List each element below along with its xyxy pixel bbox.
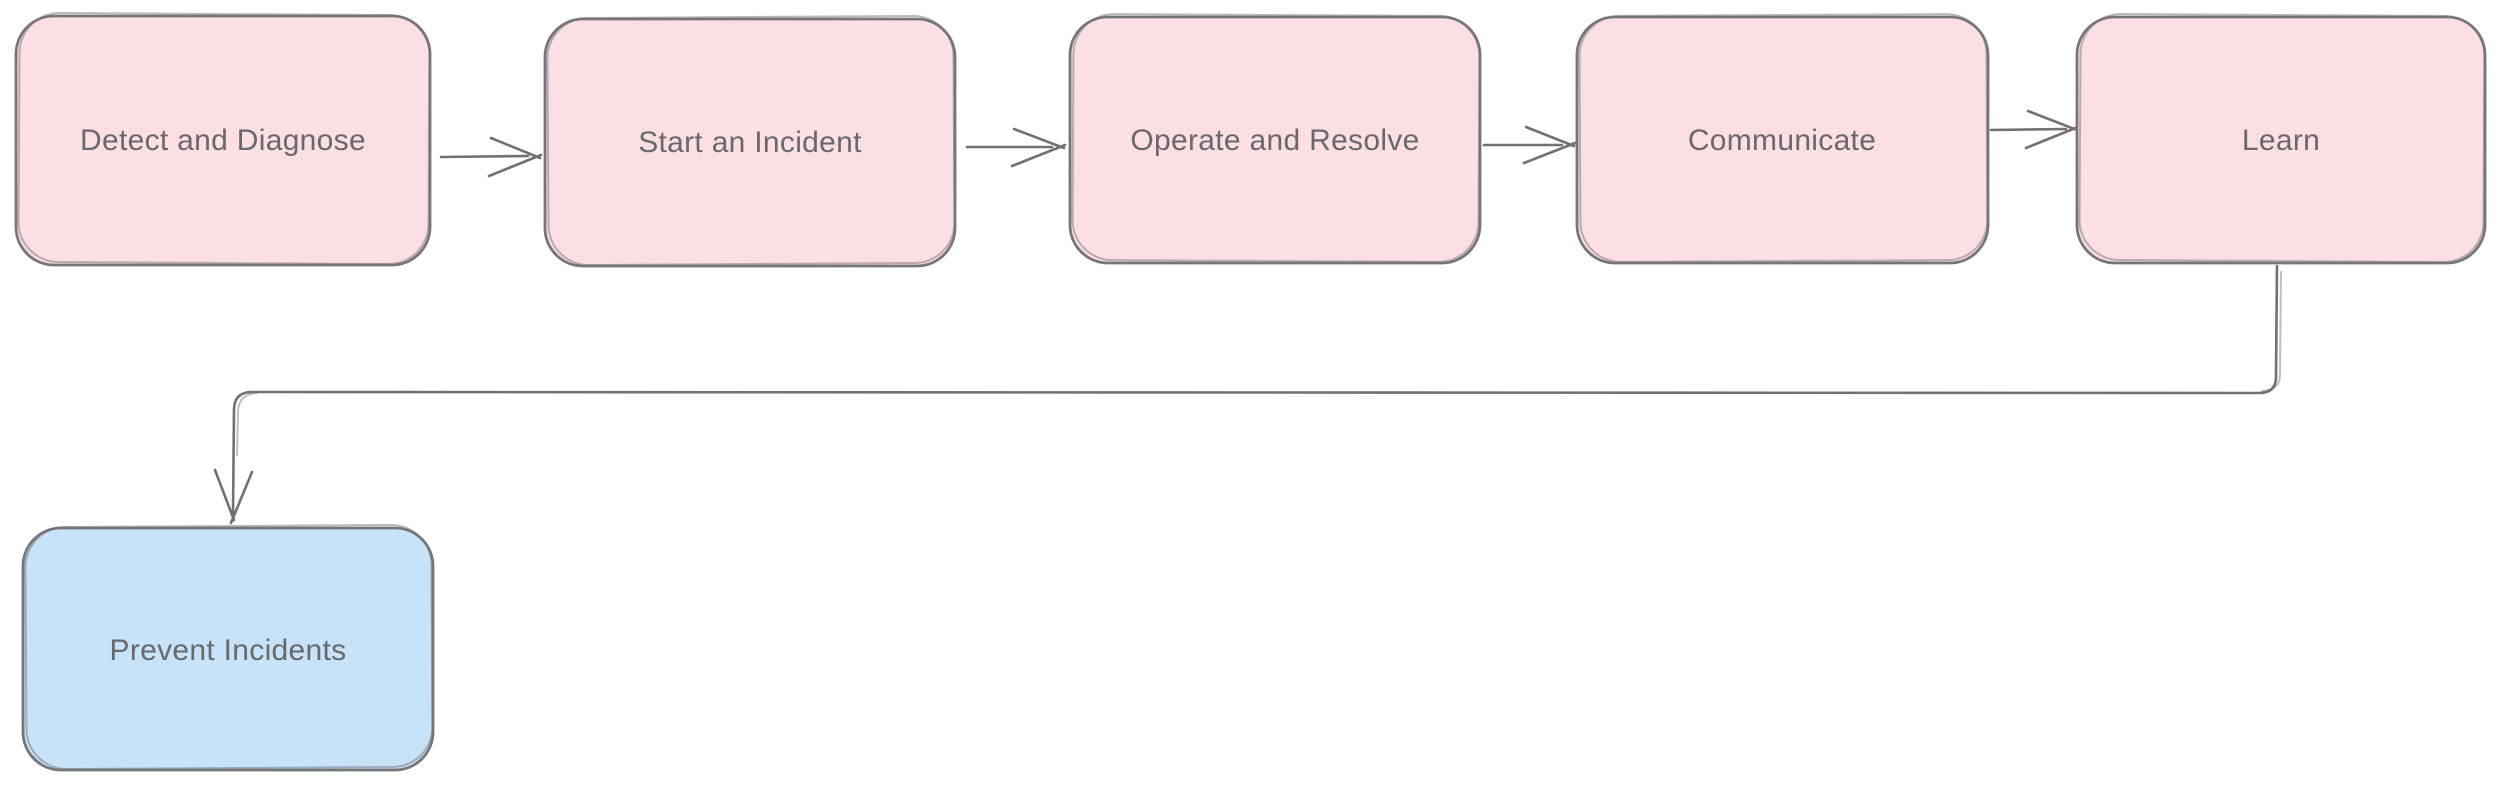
arrowhead-icon [213, 468, 254, 525]
arrowhead-icon [1010, 127, 1067, 168]
node-label: Detect and Diagnose [80, 124, 366, 157]
node-sketch-outline [2078, 13, 2486, 263]
node-label: Start an Incident [638, 126, 862, 159]
edge-operate-to-communicate[interactable] [1482, 125, 1577, 165]
node-start-an-incident[interactable]: Start an Incident [543, 14, 957, 268]
arrowhead-icon [487, 136, 543, 178]
edge-learn-to-prevent-incidents[interactable] [213, 264, 2282, 525]
arrowhead-icon [1522, 125, 1577, 165]
node-operate-and-resolve[interactable]: Operate and Resolve [1068, 13, 1482, 265]
node-label: Prevent Incidents [110, 634, 347, 667]
edge-line [1989, 127, 2068, 132]
node-sketch-outline [1578, 13, 1989, 263]
edge-line [439, 154, 530, 159]
node-prevent-incidents[interactable]: Prevent Incidents [21, 523, 435, 772]
edge-start-to-operate[interactable] [965, 127, 1067, 168]
node-sketch-outline [1071, 13, 1481, 263]
node-sketch-outline [24, 523, 434, 770]
arrowhead-icon [2024, 109, 2080, 150]
edge-detect-to-start[interactable] [439, 136, 543, 178]
node-label: Learn [2242, 124, 2320, 157]
node-sketch-outline [17, 11, 431, 266]
node-communicate[interactable]: Communicate [1575, 13, 1990, 265]
edge-communicate-to-learn[interactable] [1989, 109, 2080, 150]
edge-line [231, 264, 2279, 515]
node-detect-and-diagnose[interactable]: Detect and Diagnose [14, 11, 432, 267]
node-label: Communicate [1688, 124, 1876, 157]
node-sketch-outline [546, 14, 956, 266]
node-learn[interactable]: Learn [2075, 13, 2487, 265]
node-label: Operate and Resolve [1130, 124, 1419, 157]
edge-sketch-line [236, 271, 2282, 456]
